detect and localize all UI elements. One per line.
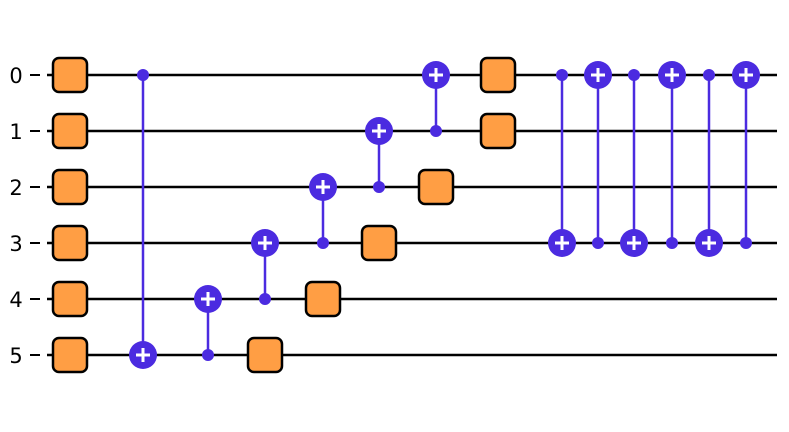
control-dot xyxy=(740,237,752,249)
cnot-gate xyxy=(584,61,612,249)
cnot-gate xyxy=(548,69,576,257)
cnot-gate xyxy=(194,285,222,361)
cnot-gate xyxy=(422,61,450,137)
control-dot xyxy=(592,237,604,249)
circuit-operations xyxy=(51,56,760,374)
control-dot xyxy=(666,237,678,249)
single-qubit-gate xyxy=(417,168,455,206)
single-qubit-gate xyxy=(304,280,342,318)
control-dot xyxy=(373,181,385,193)
single-qubit-gate xyxy=(51,336,89,374)
single-qubit-gate xyxy=(51,168,89,206)
control-dot xyxy=(703,69,715,81)
cnot-gate xyxy=(658,61,686,249)
cnot-gate xyxy=(129,69,157,369)
single-qubit-gate xyxy=(51,56,89,94)
qubit-label: 5 xyxy=(9,344,22,368)
control-dot xyxy=(137,69,149,81)
control-dot xyxy=(556,69,568,81)
single-qubit-gate xyxy=(246,336,284,374)
control-dot xyxy=(259,293,271,305)
qubit-wires xyxy=(47,73,777,357)
cnot-gate xyxy=(309,173,337,249)
single-qubit-gate xyxy=(51,112,89,150)
single-qubit-gate xyxy=(360,224,398,262)
single-qubit-gate xyxy=(51,224,89,262)
cnot-gate xyxy=(251,229,279,305)
qubit-label: 3 xyxy=(9,232,22,256)
single-qubit-gate xyxy=(479,56,517,94)
control-dot xyxy=(202,349,214,361)
control-dot xyxy=(430,125,442,137)
cnot-gate xyxy=(365,117,393,193)
single-qubit-gate xyxy=(479,112,517,150)
cnot-gate xyxy=(620,69,648,257)
control-dot xyxy=(628,69,640,81)
control-dot xyxy=(317,237,329,249)
cnot-gate xyxy=(695,69,723,257)
qubit-label: 1 xyxy=(9,120,22,144)
cnot-gate xyxy=(732,61,760,249)
qubit-label: 4 xyxy=(9,288,22,312)
qubit-labels: 0 1 2 3 4 5 xyxy=(9,64,40,368)
qubit-label: 2 xyxy=(9,176,22,200)
qubit-label: 0 xyxy=(9,64,22,88)
single-qubit-gate xyxy=(51,280,89,318)
